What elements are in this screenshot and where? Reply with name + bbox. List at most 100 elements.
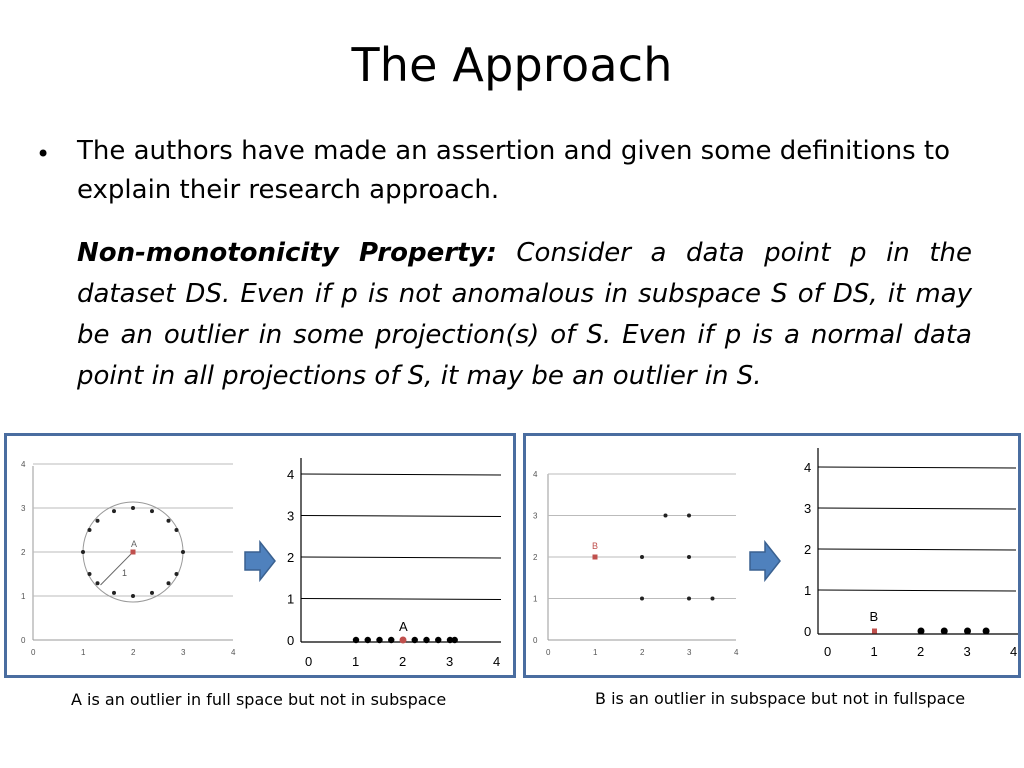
data-point: [388, 636, 395, 644]
data-point: [364, 636, 371, 644]
slide-title: The Approach: [351, 38, 673, 92]
y-tick-label: 2: [533, 553, 538, 562]
x-tick-label: 3: [446, 654, 453, 669]
definition-paragraph: Non-monotonicity Property: Consider a da…: [77, 233, 972, 397]
outlier-label-a: A: [131, 539, 137, 549]
y-tick-label: 1: [533, 595, 538, 604]
data-point: [411, 636, 418, 644]
grid-line: [300, 598, 502, 600]
data-point: [150, 509, 154, 514]
data-point: [112, 509, 116, 514]
y-tick-label: 0: [287, 633, 294, 648]
data-point: [917, 627, 925, 635]
y-tick-label: 3: [21, 504, 26, 513]
x-tick-label: 1: [593, 648, 598, 657]
data-point: [710, 596, 715, 601]
y-tick-label: 0: [533, 636, 538, 645]
outlier-label-b: B: [870, 609, 879, 624]
caption-right: B is an outlier in subspace but not in f…: [595, 689, 966, 708]
x-tick-label: 4: [231, 648, 236, 657]
radius-arrow: [100, 551, 134, 586]
data-point: [81, 550, 85, 554]
x-tick-label: 2: [917, 644, 924, 659]
data-point: [112, 590, 116, 595]
outlier-point-a: [130, 549, 136, 555]
y-tick-label: 2: [287, 550, 294, 565]
x-tick-label: 0: [546, 648, 551, 657]
outlier-point-b: [872, 628, 877, 634]
data-point: [87, 528, 92, 532]
y-tick-label: 0: [21, 636, 26, 645]
bullet-icon: •: [36, 140, 51, 168]
data-point: [95, 581, 100, 586]
data-point: [95, 518, 100, 523]
right-arrow-icon: [749, 539, 781, 583]
data-point: [131, 506, 135, 510]
x-tick-label: 3: [964, 644, 971, 659]
y-tick-label: 0: [804, 624, 811, 639]
data-point: [166, 581, 171, 586]
outlier-point-b: [592, 554, 598, 560]
x-tick-label: 2: [399, 654, 406, 669]
bullet-text: The authors have made an assertion and g…: [77, 136, 951, 205]
definition-term: Non-monotonicity Property:: [77, 238, 497, 268]
data-point: [87, 572, 92, 576]
radius-label: 1: [122, 568, 127, 578]
data-point: [181, 550, 185, 554]
data-point: [663, 513, 668, 518]
caption-left: A is an outlier in full space but not in…: [71, 690, 447, 709]
data-point: [435, 636, 442, 644]
data-point: [451, 636, 458, 644]
x-tick-label: 2: [131, 648, 136, 657]
outlier-point-a: [399, 636, 407, 644]
grid-line: [817, 548, 1017, 551]
x-tick-label: 4: [493, 654, 500, 669]
data-point: [964, 627, 971, 635]
data-point: [423, 636, 430, 644]
y-tick-label: 4: [287, 467, 294, 482]
y-tick-label: 3: [804, 501, 811, 516]
y-tick-label: 1: [287, 592, 294, 607]
x-tick-label: 1: [352, 654, 359, 669]
data-point: [150, 590, 154, 595]
x-tick-label: 1: [871, 644, 878, 659]
x-tick-label: 3: [181, 648, 186, 657]
y-tick-label: 4: [804, 460, 811, 475]
grid-line: [817, 507, 1017, 510]
data-point: [687, 513, 691, 518]
y-tick-label: 3: [533, 512, 538, 521]
data-point: [640, 596, 644, 601]
x-tick-label: 4: [734, 648, 739, 657]
right-arrow-icon: [244, 539, 276, 583]
data-point: [940, 627, 948, 635]
grid-line: [300, 473, 502, 476]
data-point: [131, 594, 135, 598]
x-tick-label: 0: [305, 654, 312, 669]
data-point: [687, 555, 691, 559]
data-point: [446, 636, 454, 644]
y-tick-label: 4: [533, 470, 538, 479]
grid-line: [300, 556, 502, 559]
y-tick-label: 1: [804, 583, 811, 598]
x-tick-label: 0: [31, 648, 36, 657]
data-point: [174, 572, 179, 576]
x-tick-label: 4: [1010, 644, 1017, 659]
y-tick-label: 2: [804, 542, 811, 557]
grid-line: [817, 589, 1017, 592]
data-point: [174, 528, 179, 532]
x-tick-label: 2: [640, 648, 645, 657]
y-tick-label: 4: [21, 460, 26, 469]
definition-body: Consider a data point p in the dataset D…: [77, 238, 973, 391]
data-point: [687, 596, 691, 601]
data-point: [352, 636, 360, 644]
x-tick-label: 1: [81, 648, 86, 657]
data-point: [982, 627, 990, 635]
data-point: [640, 555, 644, 559]
y-tick-label: 2: [21, 548, 26, 557]
